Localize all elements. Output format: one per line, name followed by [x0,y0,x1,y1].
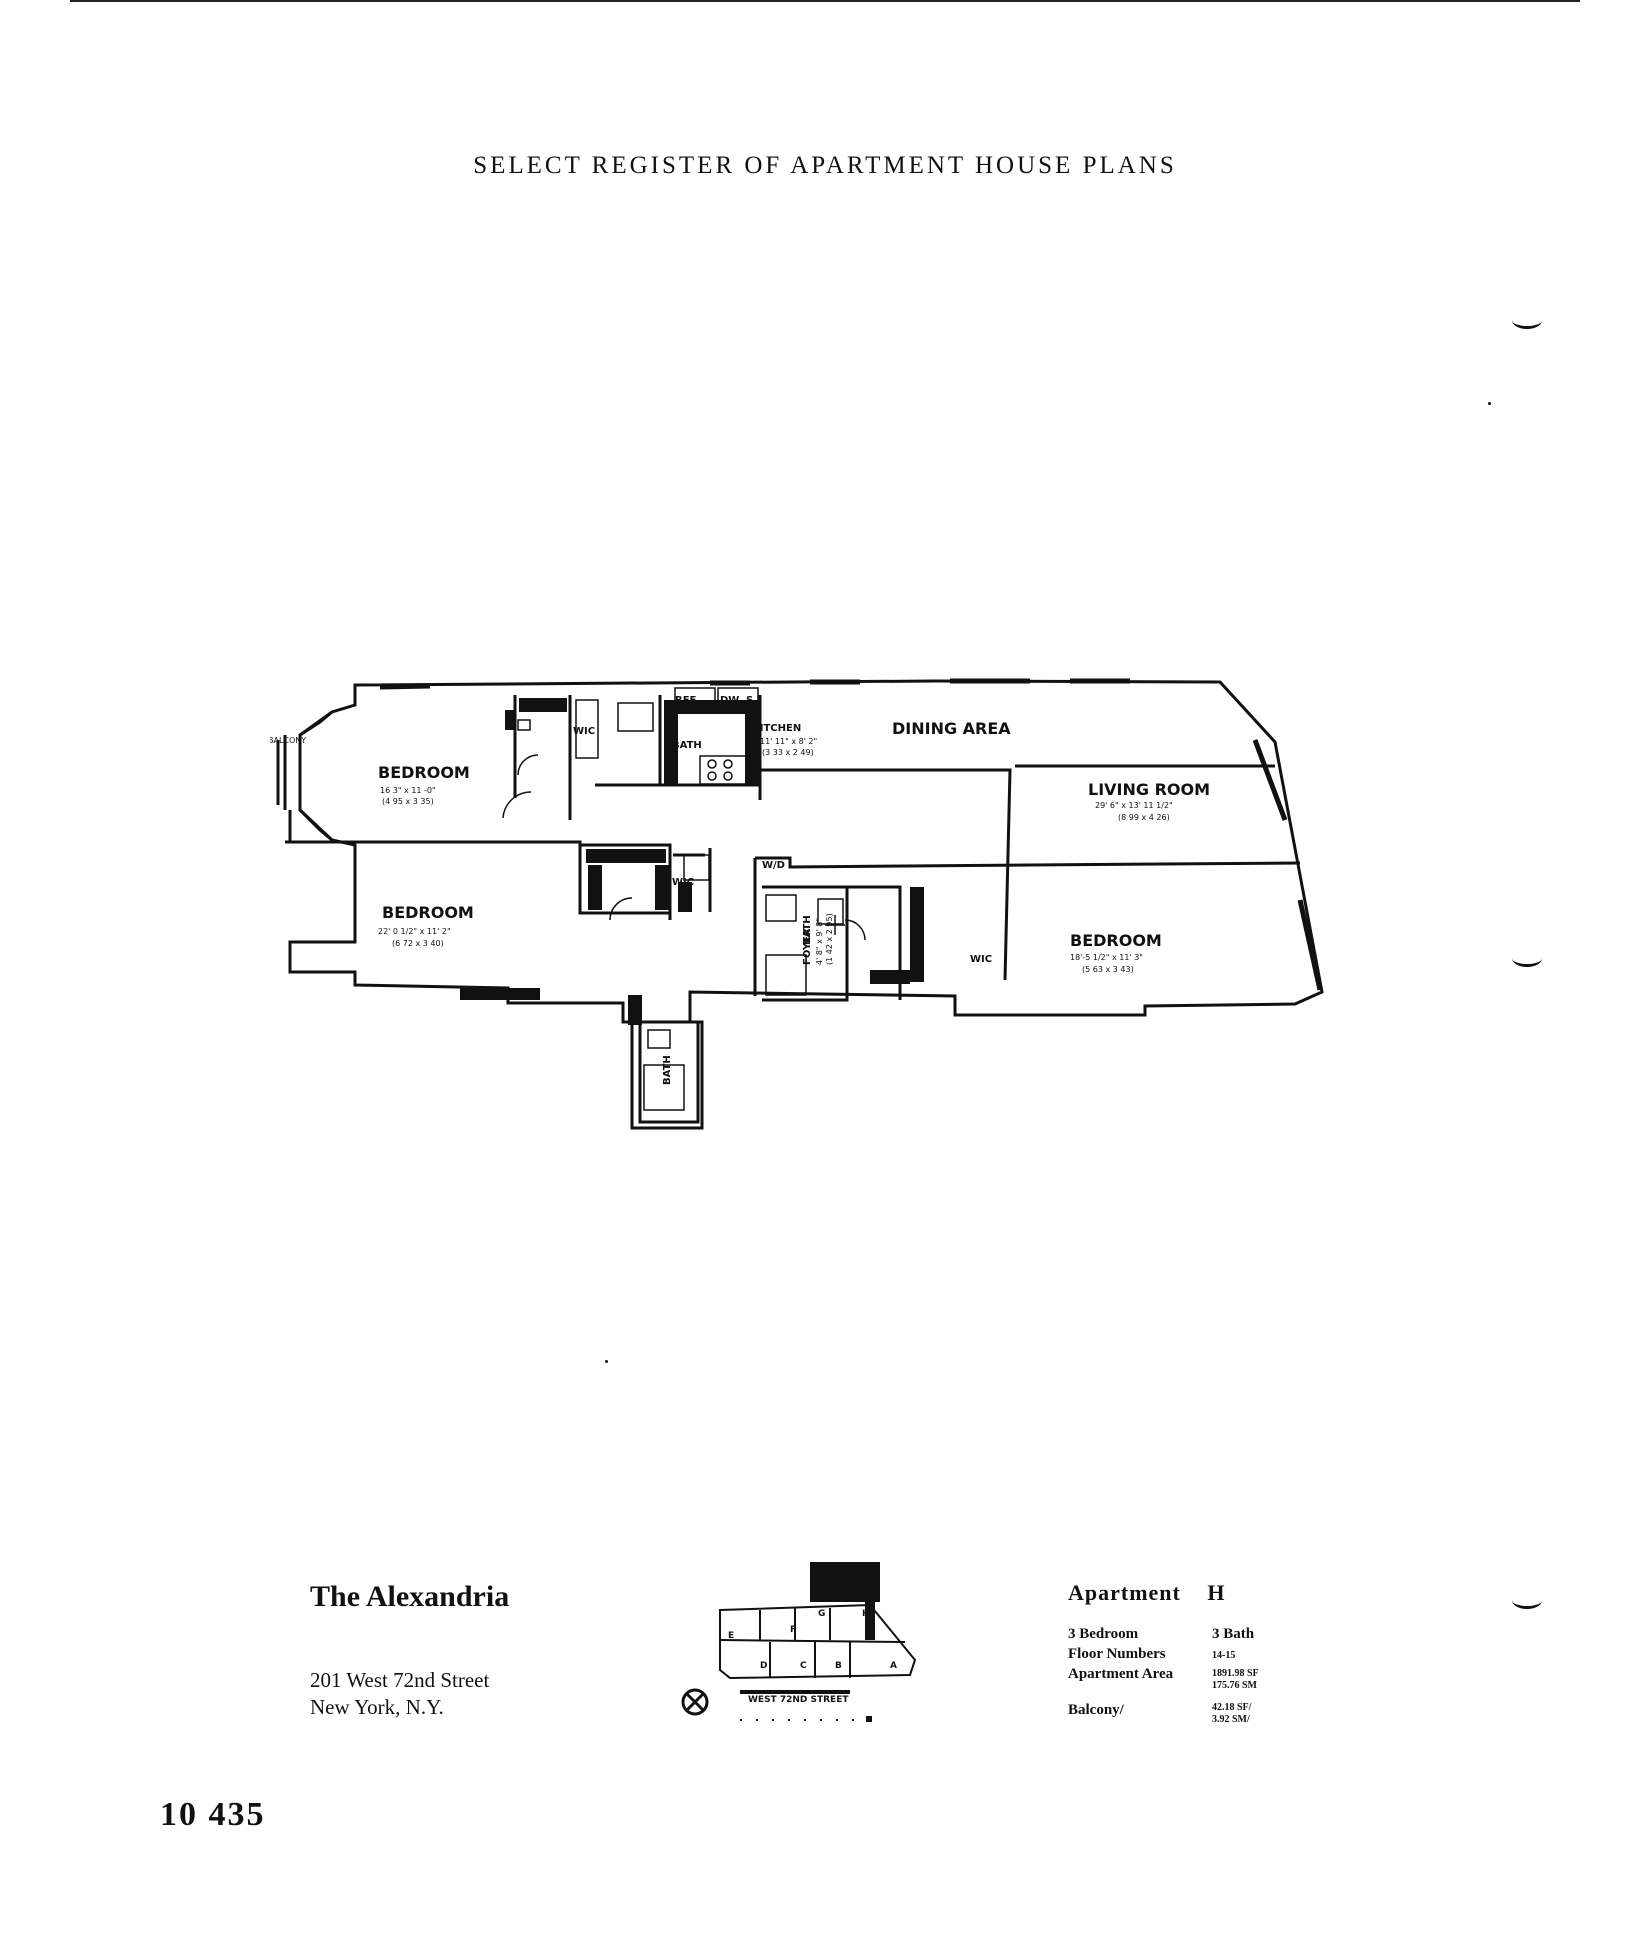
margin-mark [1512,312,1542,329]
room-label: DINING AREA [892,719,1011,738]
address-line-1: 201 West 72nd Street [310,1668,490,1692]
room-dims: 18'-5 1/2" x 11' 3" [1070,953,1143,962]
dw-label: DW [720,695,739,706]
speck [1488,402,1491,405]
wd-label: W/D [762,860,785,871]
floor-label: Floor Numbers [1068,1646,1166,1662]
ref-label: REF [675,695,696,706]
room-dims: 11' 11" x 8' 2" [760,737,817,746]
room-dims: 29' 6" x 13' 11 1/2" [1095,801,1173,810]
wic-label: WIC [672,877,694,888]
room-label: KITCHEN [752,723,801,734]
area-label: Apartment Area [1068,1666,1174,1682]
floor-plan-drawing: BEDROOM 16 3" x 11 -0" (4 95 x 3 35) BED… [268,678,1324,1130]
room-metric: (3 33 x 2 49) [762,748,814,757]
key-plan-street: WEST 72ND STREET [748,1695,849,1705]
key-plan: WEST 72ND STREET A B C D E F G H [670,1550,930,1730]
room-metric: (1 42 x 2 95) [825,913,834,965]
room-dims: 22' 0 1/2" x 11' 2" [378,927,451,936]
page-number: 10 435 [160,1796,266,1833]
key-plan-unit: G [818,1609,825,1619]
key-plan-unit: A [890,1661,897,1671]
page-header: SELECT REGISTER OF APARTMENT HOUSE PLANS [473,152,1177,179]
room-metric: (5 63 x 3 43) [1082,965,1134,974]
building-name: The Alexandria [310,1580,510,1613]
area-sm: 175.76 SM [1212,1680,1257,1691]
balcony-sf: 42.18 SF/ [1212,1702,1252,1713]
address-line-2: New York, N.Y. [310,1695,444,1719]
room-label: FOYER [802,928,813,965]
speck [605,1360,608,1363]
key-plan-unit: H [862,1609,870,1619]
area-sf: 1891.98 SF [1212,1668,1259,1679]
room-dims: 4' 8" x 9' 8" [815,918,824,965]
room-metric: (4 95 x 3 35) [382,797,434,806]
sink-label: S [746,695,753,706]
floor-plan: BEDROOM 16 3" x 11 -0" (4 95 x 3 35) BED… [268,670,1340,1140]
bedroom-count: 3 Bedroom [1068,1626,1139,1642]
room-label: BEDROOM [382,903,474,922]
room-label: BEDROOM [378,763,470,782]
top-rule [70,0,1580,2]
key-plan-unit: D [760,1661,767,1671]
wic-label: WIC [970,954,992,965]
balcony-label: Balcony/ [1068,1702,1124,1718]
floor-value: 14-15 [1212,1650,1236,1661]
room-label: BEDROOM [1070,931,1162,950]
bath-label: BATH [662,1055,673,1085]
key-plan-unit: C [800,1661,807,1671]
apartment-title: Apartment H [1068,1580,1226,1606]
key-plan-unit: B [835,1661,842,1671]
key-plan-unit: E [728,1631,734,1641]
apartment-letter: H [1207,1580,1226,1605]
margin-mark [1512,950,1542,967]
room-dims: 16 3" x 11 -0" [380,786,436,795]
key-plan-unit: F [790,1625,796,1635]
bath-label: BATH [802,915,813,945]
north-arrow-icon [681,1688,709,1716]
bath-label: BATH [672,740,702,751]
bath-count: 3 Bath [1212,1626,1255,1642]
balcony-label: BALCONY [270,736,306,745]
room-metric: (6 72 x 3 40) [392,939,444,948]
wic-label: WIC [573,726,595,737]
balcony-sm: 3.92 SM/ [1212,1714,1250,1725]
room-metric: (8 99 x 4 26) [1118,813,1170,822]
apartment-label: Apartment [1068,1580,1181,1605]
margin-mark [1512,1592,1542,1609]
key-plan-drawing: WEST 72ND STREET A B C D E F G H [681,1562,917,1722]
room-label: LIVING ROOM [1088,780,1210,799]
scale-bar-icon [740,1716,872,1722]
